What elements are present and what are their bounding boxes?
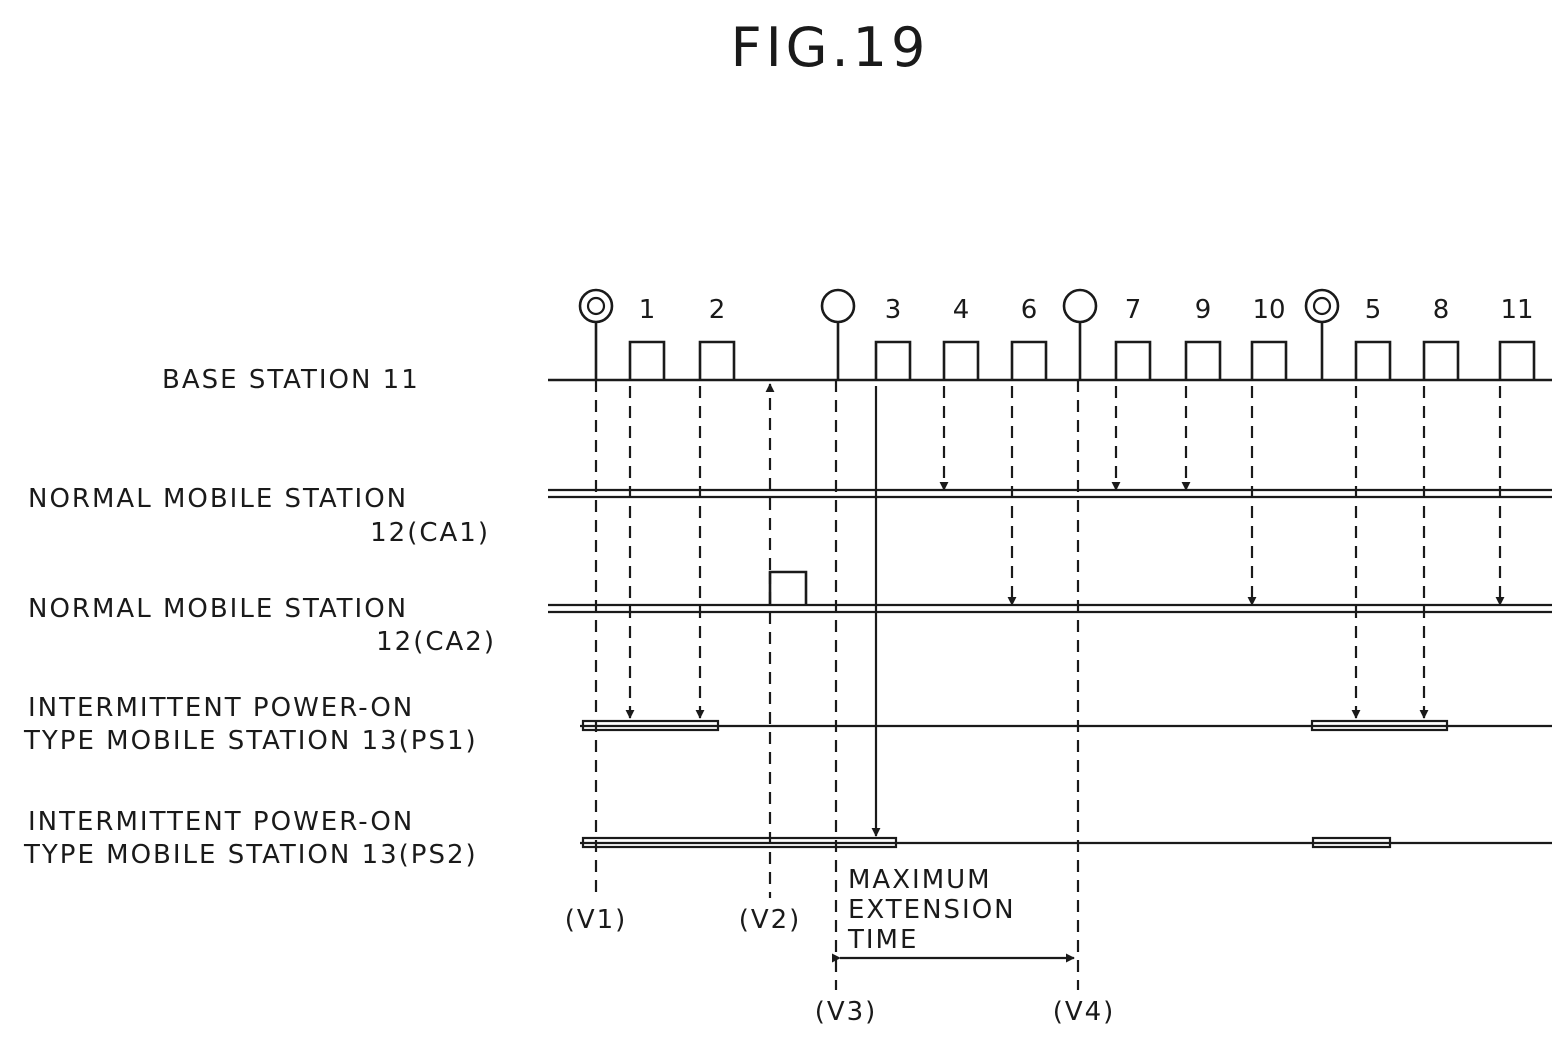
packet-pulse-3 [874,340,912,380]
base-pulses [628,340,1536,380]
packet-label-8: 8 [1433,295,1450,325]
packet-label-3: 3 [885,295,902,325]
ca2-timeline [548,570,1552,614]
packet-label-11: 11 [1500,295,1533,325]
packet-label-5: 5 [1365,295,1382,325]
ps1-power-on-bar-2 [1310,719,1449,732]
circle-marker [1062,288,1098,324]
packet-pulse-10 [1250,340,1288,380]
double-circle-marker [1304,288,1340,324]
annotation-line2: EXTENSION [848,895,1016,925]
ca1-label-line2: 12(CA1) [370,518,490,548]
packet-pulse-8 [1422,340,1460,380]
max-extension-annotation: MAXIMUM EXTENSION TIME [831,865,1075,963]
packet-pulse-5 [1354,340,1392,380]
time-label-v4: (V4) [1053,997,1116,1027]
packet-label-9: 9 [1195,295,1212,325]
packet-pulse-1 [628,340,666,380]
ca2-label-line1: NORMAL MOBILE STATION [28,594,408,624]
packet-pulse-9 [1184,340,1222,380]
ca1-timeline [548,488,1552,499]
ps1-power-on-bar-1 [581,719,720,732]
annotation-line1: MAXIMUM [848,865,992,895]
base-station-timeline: 1 2 3 4 6 7 9 10 5 8 11 [548,295,1552,382]
ps2-timeline [580,836,1552,849]
packet-pulse-4 [942,340,980,380]
packet-label-7: 7 [1125,295,1142,325]
time-label-v2: (V2) [739,905,802,935]
packet-labels: 1 2 3 4 6 7 9 10 5 8 11 [639,295,1534,325]
ps1-label-line1: INTERMITTENT POWER-ON [28,693,414,723]
packet-label-6: 6 [1021,295,1038,325]
ps2-label-line1: INTERMITTENT POWER-ON [28,807,414,837]
ps1-timeline [580,719,1552,732]
packet-label-10: 10 [1252,295,1285,325]
inner-circle [586,296,606,316]
time-label-v3: (V3) [815,997,878,1027]
double-circle-marker [578,288,614,324]
circle-marker [820,288,856,324]
time-labels: (V1) (V2) (V3) (V4) [565,905,1116,1027]
time-reference-lines [594,380,1080,990]
packet-pulse-6 [1010,340,1048,380]
ps1-label-line2: TYPE MOBILE STATION 13(PS1) [23,726,478,756]
row-labels: BASE STATION 11 NORMAL MOBILE STATION 12… [23,365,496,870]
figure-title: FIG.19 [731,16,930,79]
packet-pulse-11 [1498,340,1536,380]
ps2-label-line2: TYPE MOBILE STATION 13(PS2) [23,840,478,870]
ps2-power-on-bar-1 [581,836,898,849]
packet-label-1: 1 [639,295,656,325]
packet-label-4: 4 [953,295,970,325]
ca2-uplink-burst [768,570,808,605]
ca1-label-line1: NORMAL MOBILE STATION [28,484,408,514]
packet-pulse-2 [698,340,736,380]
ca2-label-line2: 12(CA2) [376,627,496,657]
packet-label-2: 2 [709,295,726,325]
transmission-arrows [625,383,1505,837]
sync-markers [578,288,1340,380]
base-station-label: BASE STATION 11 [162,365,420,395]
inner-circle [1312,296,1332,316]
time-label-v1: (V1) [565,905,628,935]
ps2-power-on-bar-2 [1311,836,1392,849]
annotation-line3: TIME [847,925,918,955]
packet-pulse-7 [1114,340,1152,380]
